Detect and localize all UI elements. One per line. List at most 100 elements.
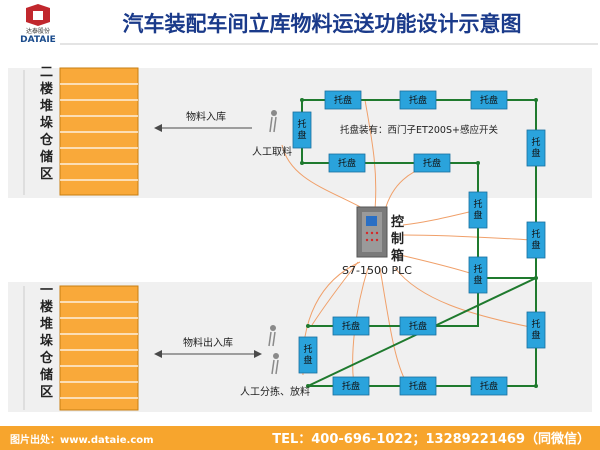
tray-box bbox=[470, 90, 508, 110]
tray-box bbox=[526, 311, 546, 349]
plc-label: S7-1500 PLC bbox=[342, 264, 412, 277]
tray-label-char: 盘 bbox=[473, 209, 482, 221]
tray-label-char: 盘 bbox=[531, 147, 540, 159]
tray-box bbox=[332, 316, 370, 336]
outbound-arrow bbox=[154, 350, 262, 358]
tray-label: 托盘 bbox=[303, 343, 312, 366]
tray: 托盘 bbox=[470, 90, 508, 110]
tray-label: 托盘 bbox=[297, 118, 306, 141]
lower-label-char: 区 bbox=[40, 385, 53, 400]
upper-label-char: 二 bbox=[40, 65, 53, 80]
lower-label-char: 堆 bbox=[40, 316, 53, 332]
cable-curve bbox=[311, 261, 359, 326]
tray: 托盘 bbox=[526, 129, 546, 167]
cable-curve bbox=[281, 144, 367, 211]
tray-label: 托盘 bbox=[409, 320, 427, 332]
tray-label-char: 盘 bbox=[531, 239, 540, 251]
tray: 托盘 bbox=[468, 256, 488, 294]
tray-label: 托盘 bbox=[409, 380, 427, 392]
tray-label: 托盘 bbox=[334, 94, 352, 106]
upper-warehouse: 二 楼 堆 垛 仓 储 区 bbox=[23, 65, 139, 196]
tray-label: 托盘 bbox=[480, 380, 498, 392]
tray-label-char: 托 bbox=[473, 198, 482, 210]
tray: 托盘 bbox=[332, 316, 370, 336]
tray-label: 托盘 bbox=[473, 263, 482, 286]
tray-box bbox=[468, 191, 488, 229]
control-box-leds bbox=[365, 231, 379, 242]
logo-mark-inner bbox=[33, 11, 43, 20]
arrow-right-icon bbox=[254, 350, 262, 358]
tray-box bbox=[328, 153, 366, 173]
tray: 托盘 bbox=[324, 90, 362, 110]
lower-shelf bbox=[59, 285, 139, 411]
upper-shelf-lines bbox=[60, 83, 138, 181]
tray: 托盘 bbox=[399, 316, 437, 336]
upper-label-char: 仓 bbox=[39, 132, 54, 148]
tray: 托盘 bbox=[328, 153, 366, 173]
tray-box bbox=[468, 256, 488, 294]
tray-box bbox=[292, 111, 312, 149]
cable-curve bbox=[402, 234, 533, 241]
tray: 托盘 bbox=[526, 311, 546, 349]
tray-label-char: 托 bbox=[473, 263, 482, 275]
lower-shelf-lines bbox=[60, 301, 138, 399]
arrow-left-icon bbox=[154, 350, 162, 358]
cable-curve bbox=[402, 209, 479, 226]
tray-box bbox=[399, 376, 437, 396]
tray-box bbox=[399, 90, 437, 110]
footer-phone: TEL：400-696-1022；13289221469（同微信） bbox=[272, 431, 590, 447]
tray-label: 托盘 bbox=[531, 228, 540, 251]
tray-label-char: 托 bbox=[303, 343, 312, 355]
tray: 托盘 bbox=[298, 336, 318, 374]
lower-label-char: 仓 bbox=[39, 350, 54, 366]
tray-label-char: 盘 bbox=[297, 129, 306, 141]
tray-label: 托盘 bbox=[531, 318, 540, 341]
tray-layer: 托盘托盘托盘托盘托盘托盘托盘托盘托盘托盘托盘托盘托盘托盘托盘托盘托盘 bbox=[292, 90, 546, 396]
lower-label-char: 储 bbox=[39, 367, 53, 383]
tray-box bbox=[413, 153, 451, 173]
tray: 托盘 bbox=[399, 376, 437, 396]
tray-box bbox=[332, 376, 370, 396]
worker-lower-icon bbox=[268, 325, 279, 375]
tray-box bbox=[324, 90, 362, 110]
upper-label-char: 堆 bbox=[40, 98, 53, 114]
logo: 达泰股份 DATAIE bbox=[20, 4, 56, 45]
cable-curve bbox=[364, 99, 377, 211]
tray-label: 托盘 bbox=[342, 320, 360, 332]
tray-label-char: 托 bbox=[531, 318, 540, 330]
tray-box bbox=[298, 336, 318, 374]
arrow-left-icon bbox=[154, 124, 162, 132]
footer-bar bbox=[0, 426, 600, 450]
upper-warehouse-label: 二 楼 堆 垛 仓 储 区 bbox=[39, 65, 58, 182]
tray-label: 托盘 bbox=[342, 380, 360, 392]
tray-label: 托盘 bbox=[338, 157, 356, 169]
tray: 托盘 bbox=[470, 376, 508, 396]
upper-label-char: 楼 bbox=[40, 81, 53, 97]
inbound-label: 物料入库 bbox=[186, 110, 226, 123]
tray: 托盘 bbox=[292, 111, 312, 149]
inbound-arrow bbox=[154, 124, 252, 132]
page-title: 汽车装配车间立库物料运送功能设计示意图 bbox=[123, 12, 522, 36]
control-box-label-char: 控 bbox=[391, 214, 404, 230]
cable-curve bbox=[394, 267, 536, 329]
control-box bbox=[356, 206, 388, 258]
lower-warehouse: 一 楼 堆 垛 仓 储 区 bbox=[23, 283, 139, 411]
tray-label: 托盘 bbox=[409, 94, 427, 106]
pick-label: 人工取料 bbox=[252, 145, 292, 158]
lower-label-char: 楼 bbox=[40, 299, 53, 315]
control-box-screen bbox=[366, 216, 377, 226]
tray-label: 托盘 bbox=[473, 198, 482, 221]
tray: 托盘 bbox=[399, 90, 437, 110]
tray-label: 托盘 bbox=[531, 136, 540, 159]
worker-upper-icon bbox=[269, 110, 277, 133]
sort-label: 人工分拣、放料 bbox=[240, 385, 310, 398]
tray-box bbox=[470, 376, 508, 396]
tray-box bbox=[526, 221, 546, 259]
tray-label-char: 托 bbox=[531, 228, 540, 240]
tray-box bbox=[399, 316, 437, 336]
control-box-label-char: 箱 bbox=[391, 248, 404, 264]
tray-equipment-note: 托盘装有：西门子ET200S+感应开关 bbox=[340, 124, 498, 136]
logo-cn-text: 达泰股份 bbox=[26, 27, 50, 35]
footer-source: 图片出处：www.dataie.com bbox=[10, 433, 154, 446]
tray-label-char: 盘 bbox=[531, 329, 540, 341]
